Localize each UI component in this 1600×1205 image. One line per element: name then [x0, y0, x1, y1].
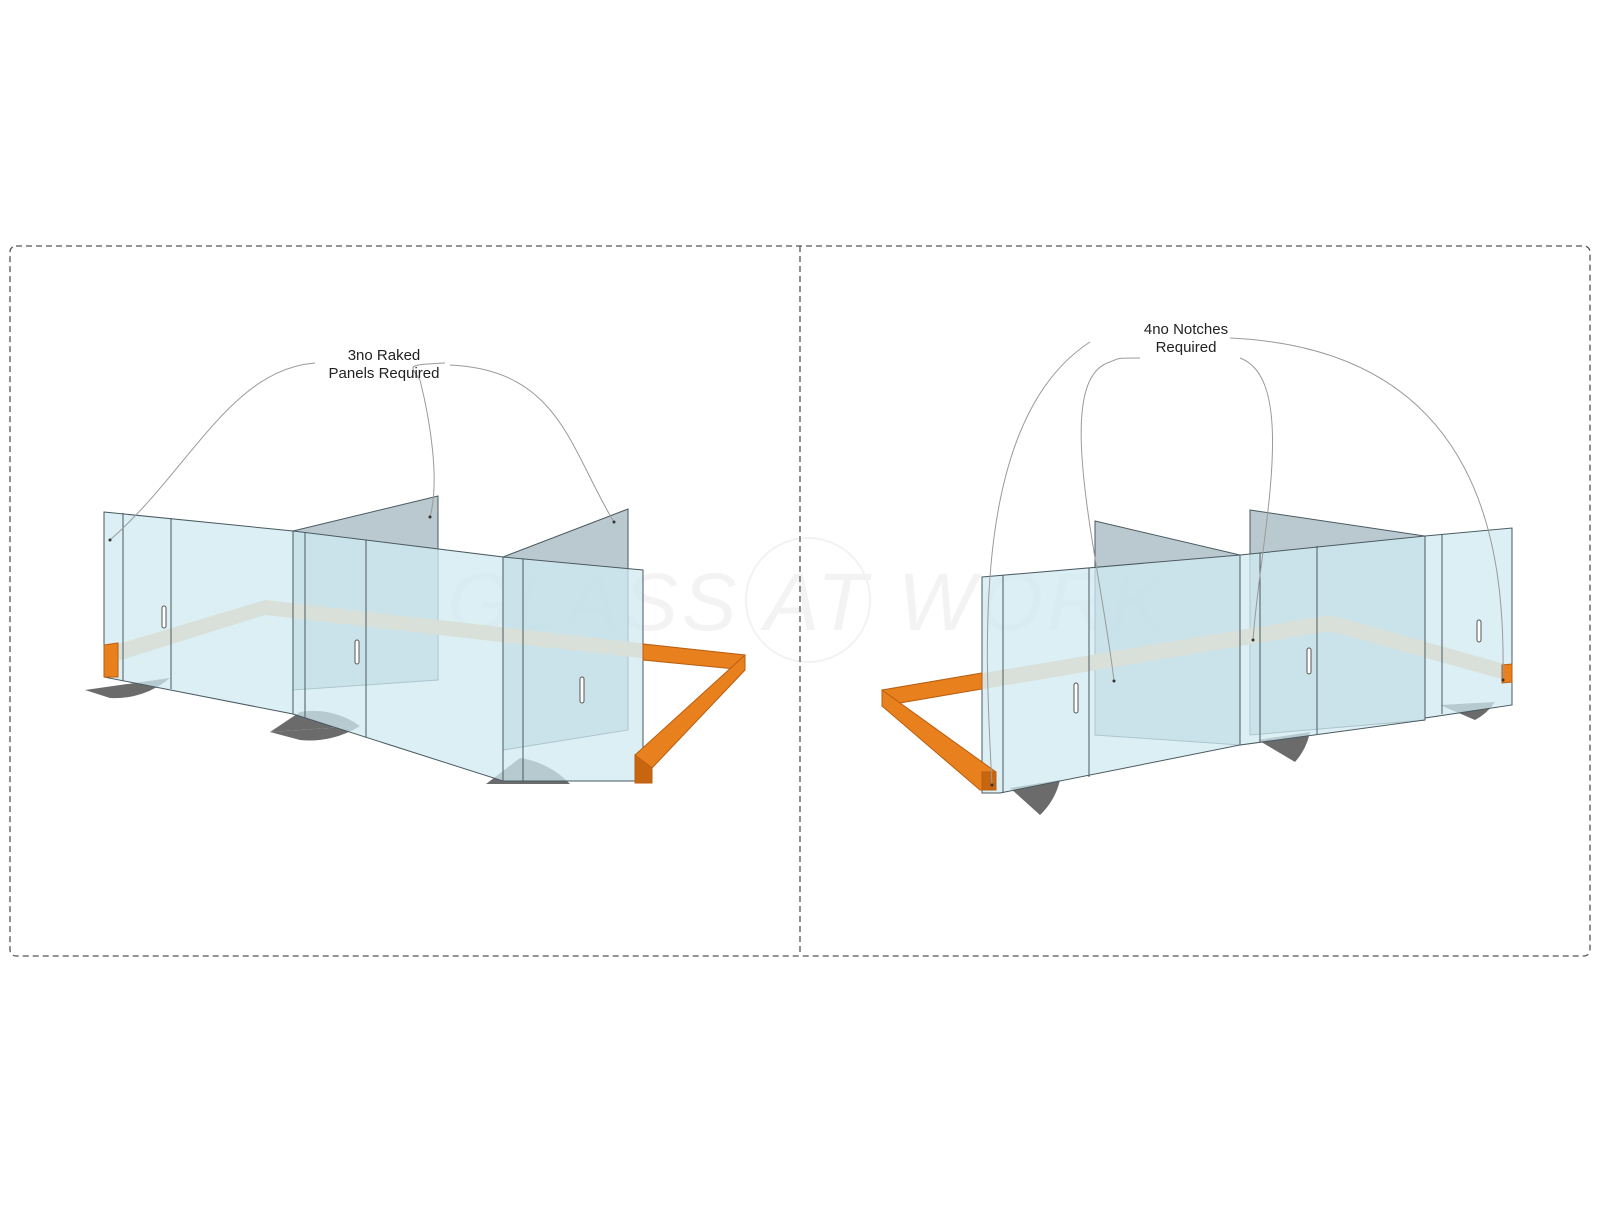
door-swing-shadow	[270, 726, 360, 741]
leader-line	[1229, 337, 1504, 681]
leader-dot	[108, 538, 112, 542]
leader-line	[1239, 357, 1274, 641]
timber-rail	[634, 653, 746, 769]
leader-dot	[990, 783, 994, 787]
callout-line: 4no Notches	[1144, 321, 1228, 338]
right-drawing: 4no Notches Required	[881, 321, 1513, 815]
timber-rail	[881, 689, 997, 791]
left-drawing: 3no Raked Panels Required	[85, 347, 746, 784]
glass-panel	[981, 554, 1241, 794]
leader-line	[449, 364, 615, 523]
callout-leaders	[109, 362, 615, 541]
door-handle	[161, 605, 167, 629]
glass-panel	[1239, 535, 1426, 746]
leader-line	[412, 362, 446, 518]
callout-leaders	[986, 337, 1504, 786]
leader-dot	[612, 520, 616, 524]
door-handle	[1073, 682, 1079, 714]
glass-panel	[1424, 527, 1513, 719]
watermark-circle	[745, 537, 871, 663]
callout-line: Panels Required	[329, 365, 440, 382]
leader-dot	[1251, 638, 1255, 642]
door-handle	[354, 639, 360, 665]
leader-line	[1080, 357, 1141, 682]
glass-panel	[292, 530, 504, 782]
leader-line	[986, 341, 1091, 786]
leader-dot	[1501, 678, 1505, 682]
leader-line	[109, 362, 316, 541]
callout-line: 3no Raked	[348, 347, 421, 364]
door-handle	[579, 676, 585, 704]
glass-panel	[502, 556, 644, 782]
frame	[9, 245, 1591, 957]
door-handle	[1306, 647, 1312, 675]
callout-line: Required	[1156, 339, 1217, 356]
leader-dot	[1112, 679, 1116, 683]
timber-rail-end	[634, 753, 653, 784]
timber-rail-end	[103, 642, 119, 678]
timber-rail-end	[1501, 663, 1513, 684]
door-handle	[1476, 619, 1482, 643]
leader-dot	[428, 515, 432, 519]
timber-rail-end	[981, 771, 997, 791]
